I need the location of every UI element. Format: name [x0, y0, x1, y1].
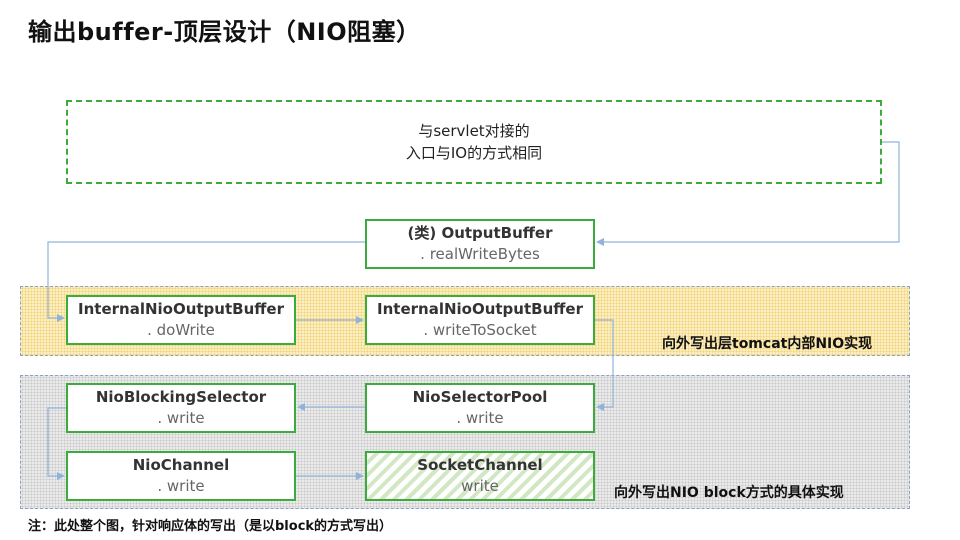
arrow-blockingselector-to-niochannel [47, 407, 66, 480]
box-method: write [461, 477, 499, 495]
blocking-selector-box: NioBlockingSelector . write [66, 383, 296, 433]
box-name: NioBlockingSelector [95, 388, 267, 406]
footnote: 注：此处整个图，针对响应体的写出（是以block的方式写出） [28, 519, 393, 534]
box-name: NioChannel [132, 456, 230, 474]
nio-channel-box: NioChannel . write [66, 451, 296, 501]
box-name: NioSelectorPool [412, 388, 548, 406]
box-name: InternalNioOutputBuffer [78, 300, 284, 318]
box-method: . realWriteBytes [420, 245, 540, 263]
tomcat-layer-label: 向外写出层tomcat内部NIO实现 [662, 336, 873, 352]
entry-line-2: 入口与IO的方式相同 [405, 144, 543, 162]
box-method: . doWrite [147, 321, 215, 339]
entry-line-1: 与servlet对接的 [418, 122, 530, 140]
box-method: . write [456, 409, 504, 427]
nio-block-label: 向外写出NIO block方式的具体实现 [614, 485, 844, 501]
box-method: . writeToSocket [423, 321, 537, 339]
box-name: InternalNioOutputBuffer [377, 300, 583, 318]
arrow-entry-to-outputbuffer [596, 141, 900, 246]
box-name: (类) OutputBuffer [407, 224, 553, 242]
box-name: SocketChannel [417, 456, 543, 474]
box-method: . write [157, 409, 205, 427]
arrow-outputbuffer-to-dowrite [47, 241, 365, 322]
page-title: 输出buffer-顶层设计（NIO阻塞） [28, 18, 421, 46]
box-method: . write [157, 477, 205, 495]
internal-writetosocket-box: InternalNioOutputBuffer . writeToSocket [365, 295, 595, 345]
selector-pool-box: NioSelectorPool . write [365, 383, 595, 433]
servlet-entry-box: 与servlet对接的 入口与IO的方式相同 [66, 100, 882, 184]
internal-dowrite-box: InternalNioOutputBuffer . doWrite [66, 295, 296, 345]
arrow-writetosocket-to-selectorpool [595, 319, 614, 411]
socket-channel-box: SocketChannel write [365, 451, 595, 501]
output-buffer-box: (类) OutputBuffer . realWriteBytes [365, 219, 595, 269]
